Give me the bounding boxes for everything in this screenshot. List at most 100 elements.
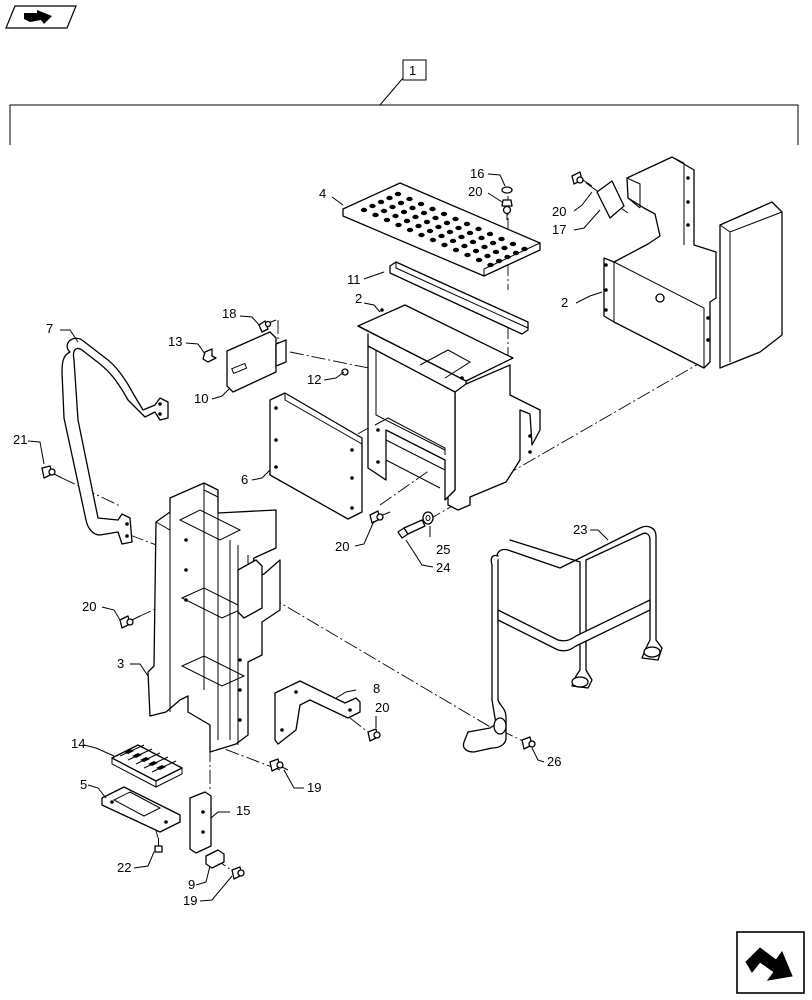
plate-hole — [481, 244, 488, 250]
plate-hole — [455, 225, 462, 231]
plate-hole — [509, 241, 517, 247]
callout-4: 4 — [319, 186, 326, 201]
fastener-20-right — [571, 171, 593, 187]
callout-19-lower: 19 — [183, 893, 197, 908]
plate-hole — [380, 208, 388, 214]
callout-5: 5 — [80, 777, 87, 792]
plate-hole — [392, 213, 399, 219]
plate-hole — [466, 230, 474, 236]
plate-hole — [369, 203, 376, 209]
bolt-19-lower — [231, 866, 245, 880]
side-panel — [269, 392, 363, 520]
callout-2-center: 2 — [355, 291, 362, 306]
plate-hole — [440, 211, 448, 217]
plate-hole — [461, 243, 468, 249]
washer-25 — [422, 511, 434, 525]
plate-hole — [372, 212, 379, 218]
callout-24: 24 — [436, 560, 450, 575]
plate-hole — [429, 206, 436, 212]
plate-hole — [512, 250, 520, 256]
plate-hole — [464, 252, 471, 258]
assembly-bracket — [9, 59, 799, 145]
ladder — [147, 482, 281, 753]
plate-hole — [406, 227, 414, 233]
bolt-20-bracket — [367, 728, 381, 742]
callout-9: 9 — [188, 877, 195, 892]
plate-hole — [426, 228, 434, 234]
callout-25: 25 — [436, 542, 450, 557]
plate-hole — [443, 220, 451, 226]
angle-strip — [389, 261, 529, 335]
callout-18: 18 — [222, 306, 236, 321]
bolt-21 — [41, 465, 63, 479]
clip-13 — [202, 348, 217, 363]
callouts: 1 16 20 4 20 17 11 2 2 18 7 13 12 10 21 … — [13, 63, 587, 908]
callout-7: 7 — [46, 321, 53, 336]
plate-hole — [417, 201, 425, 207]
plate-hole — [452, 216, 459, 222]
plate-hole — [395, 222, 402, 228]
plate-hole — [389, 204, 396, 210]
plate-hole — [409, 205, 416, 211]
step-box-right — [603, 156, 783, 369]
callout-21: 21 — [13, 432, 27, 447]
callout-11: 11 — [347, 272, 361, 287]
plate-hole — [498, 236, 505, 242]
plate-hole — [415, 223, 422, 229]
plate-hole — [406, 196, 413, 202]
plate-hole — [521, 246, 528, 252]
plate-hole — [397, 200, 405, 206]
bolt-24 — [397, 519, 426, 539]
plate-hole — [495, 258, 503, 264]
plate-hole — [484, 253, 491, 259]
plate-hole — [435, 224, 442, 230]
callout-17: 17 — [552, 222, 566, 237]
callout-6: 6 — [241, 472, 248, 487]
plate-hole — [501, 245, 508, 251]
callout-14: 14 — [71, 736, 85, 751]
callout-20-ladder: 20 — [82, 599, 96, 614]
next-page-arrow-icon[interactable] — [736, 931, 805, 994]
perforated-step-plate — [342, 182, 541, 277]
plate-hole — [446, 229, 454, 235]
plate-hole — [489, 240, 497, 246]
plate-hole — [458, 234, 465, 240]
cover-plate-small — [596, 180, 625, 219]
strap — [189, 791, 212, 854]
callout-26: 26 — [547, 754, 561, 769]
callout-10: 10 — [194, 391, 208, 406]
callout-8: 8 — [373, 681, 380, 696]
small-plate — [205, 849, 225, 869]
plate-hole — [438, 233, 445, 239]
plate-hole — [469, 239, 477, 245]
callout-16: 16 — [470, 166, 484, 181]
callout-13: 13 — [168, 334, 182, 349]
leader-lines — [27, 173, 609, 902]
callout-20-center: 20 — [335, 539, 349, 554]
plate-hole — [400, 209, 408, 215]
plate-hole — [418, 232, 425, 238]
bolt-26 — [521, 736, 536, 750]
step-box-center — [357, 304, 541, 511]
plate-hole — [449, 238, 457, 244]
fastener-16 — [501, 186, 513, 220]
step-bracket — [101, 786, 181, 833]
plate-hole — [360, 207, 368, 213]
callout-19-upper: 19 — [307, 780, 321, 795]
plate-hole — [420, 210, 428, 216]
plate-hole — [463, 221, 471, 227]
plate-hole — [472, 248, 480, 254]
bolt-22 — [154, 838, 163, 853]
plate-hole — [478, 235, 485, 241]
callout-3: 3 — [117, 656, 124, 671]
plate-hole — [452, 247, 460, 253]
plate-hole — [475, 226, 482, 232]
handrail — [462, 525, 663, 753]
bolt-18 — [258, 319, 277, 333]
callout-22: 22 — [117, 860, 131, 875]
plate-hole — [377, 199, 385, 205]
plate-hole — [412, 214, 419, 220]
callout-12: 12 — [307, 372, 321, 387]
back-arrow-icon[interactable] — [5, 5, 77, 29]
